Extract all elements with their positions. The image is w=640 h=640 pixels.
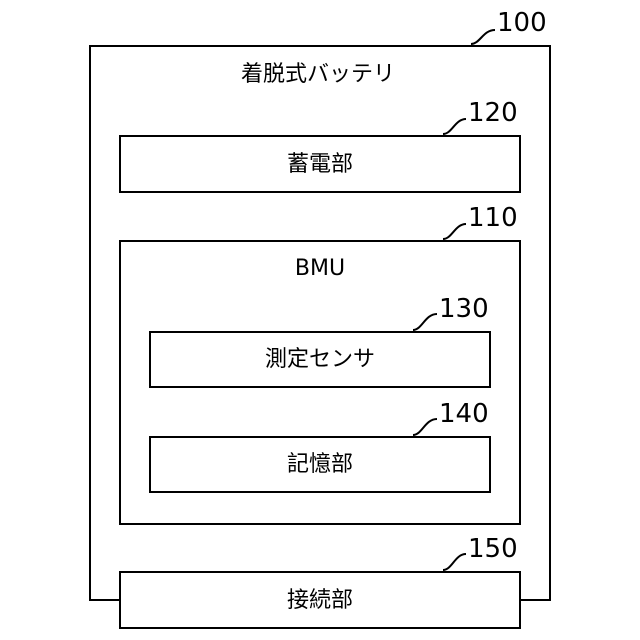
leader-100 — [471, 30, 495, 44]
memory-ref: 140 — [439, 401, 489, 427]
battery-ref: 100 — [497, 10, 547, 36]
bmu-label: BMU — [295, 258, 345, 280]
leader-140 — [413, 419, 437, 435]
leader-130 — [413, 314, 437, 330]
memory-label: 記憶部 — [287, 454, 353, 476]
leader-120 — [443, 119, 466, 134]
leader-150 — [443, 554, 466, 570]
leader-110 — [443, 224, 466, 239]
sensor-label: 測定センサ — [265, 349, 375, 371]
connector-label: 接続部 — [287, 590, 353, 612]
connector-ref: 150 — [468, 536, 518, 562]
battery-label: 着脱式バッテリ — [241, 64, 395, 86]
storage-label: 蓄電部 — [287, 154, 353, 176]
storage-ref: 120 — [468, 100, 518, 126]
bmu-ref: 110 — [468, 205, 518, 231]
sensor-ref: 130 — [439, 296, 489, 322]
